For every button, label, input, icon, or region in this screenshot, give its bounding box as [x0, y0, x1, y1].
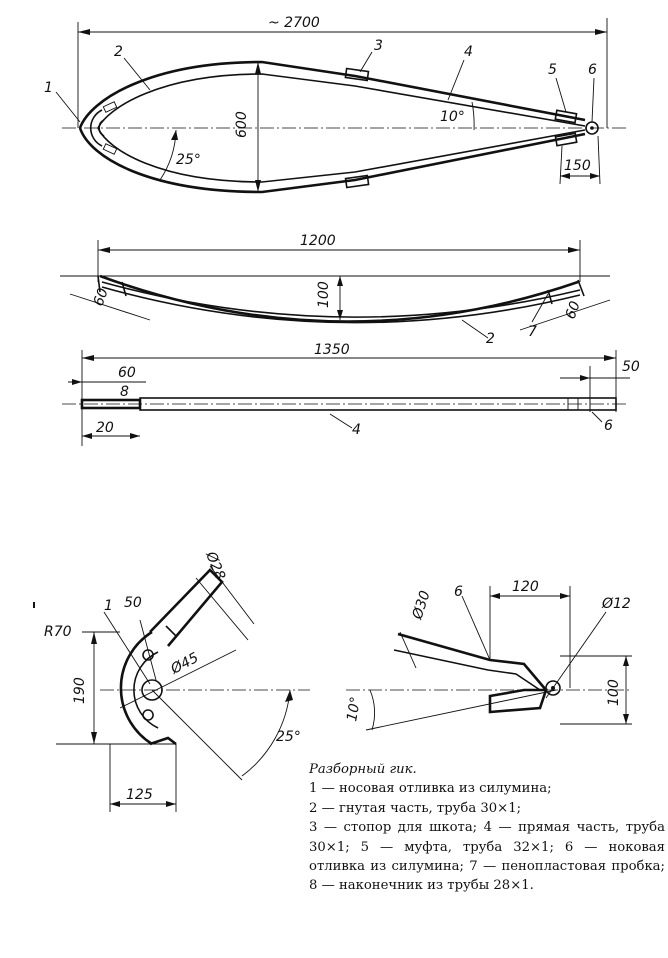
end-upper-tube [397, 632, 547, 691]
dim-1350: 1350 [314, 342, 350, 358]
end-pin-hole [545, 680, 561, 696]
upper-tube-outer [78, 60, 586, 129]
angle-10b: 10° [344, 695, 364, 722]
end-lower-block [488, 688, 548, 714]
dim-60-tip: 60 [118, 365, 136, 381]
dim-2700: ~ 2700 [268, 15, 320, 31]
upper-tube-inner [97, 73, 586, 129]
dim-60-right: 60 [563, 299, 584, 321]
dim-60-left: 60 [91, 286, 112, 308]
part-label-1: 1 [44, 80, 53, 96]
angle-arc-25b [241, 689, 291, 777]
dim-d45: Ø45 [167, 650, 201, 678]
caption-title: Разборный гик. [309, 762, 417, 777]
nose-casting-inner [98, 119, 105, 137]
dim-125: 125 [126, 787, 153, 803]
nose-casting-detail: 190 25° 125 R70 1 50 Ø45 Ø28 [44, 549, 310, 812]
part-label-7: 7 [528, 324, 537, 340]
part-label-5: 5 [548, 62, 557, 78]
upper-arm [149, 568, 224, 647]
margin-mark [33, 602, 35, 608]
dim-100b: 100 [606, 679, 622, 706]
dim-50-end: 50 [622, 359, 640, 375]
lower-tube-outer [78, 127, 586, 194]
dim-8: 8 [120, 384, 129, 400]
caption: Разборный гик. 1 — носовая отливка из си… [309, 760, 665, 896]
angle-25b: 25° [276, 729, 301, 745]
dim-50-nose: 50 [124, 595, 142, 611]
part-label-4: 4 [464, 44, 473, 60]
coupling-lower [554, 132, 578, 147]
part-label-6: 6 [588, 62, 597, 78]
coupling-upper [554, 109, 578, 124]
straight-part-view: 1350 60 8 20 50 4 6 [62, 342, 640, 446]
assembled-boom-view: ~ 2700 600 25° 10° [44, 15, 628, 194]
sheet-stop-upper [344, 67, 370, 82]
dim-100: 100 [316, 281, 332, 308]
nose-casting-outer [89, 109, 103, 147]
part-label-6b: 6 [604, 418, 613, 434]
caption-item: 2 — гнутая часть, труба 30×1; [309, 800, 522, 816]
part-label-3: 3 [374, 38, 383, 54]
nose-horseshoe-outer [119, 630, 153, 746]
part-label-4b: 4 [352, 422, 361, 438]
dim-d28: Ø28 [202, 549, 228, 583]
tip-fitting [80, 398, 142, 410]
dim-d12: Ø12 [601, 596, 631, 612]
dim-20: 20 [96, 420, 114, 436]
angle-arc-10b [369, 689, 375, 731]
angle-10: 10° [440, 109, 465, 125]
dim-120: 120 [512, 579, 539, 595]
dim-r70: R70 [44, 624, 72, 640]
lower-arm [149, 736, 177, 746]
dim-190: 190 [72, 677, 88, 704]
part-label-2b: 2 [486, 331, 495, 347]
dim-600: 600 [234, 111, 250, 138]
angle-25: 25° [176, 152, 201, 168]
part-label-1b: 1 [104, 598, 113, 614]
dim-d30: Ø30 [409, 589, 433, 622]
dim-1200: 1200 [300, 233, 336, 249]
dim-150: 150 [564, 158, 591, 174]
angle-arc-10 [471, 101, 475, 131]
caption-item: 3 — стопор для шкота; 4 — прямая часть, … [309, 820, 665, 894]
bent-part-view: 1200 100 60 60 2 7 [60, 233, 611, 347]
lower-tube-inner [97, 127, 586, 183]
part-label-2: 2 [114, 44, 123, 60]
sheet-stop-lower [344, 174, 370, 189]
caption-item: 1 — носовая отливка из силумина; [309, 781, 552, 797]
nose-hole [141, 679, 163, 701]
part-label-6c: 6 [454, 584, 463, 600]
end-casting-detail: 120 Ø12 Ø30 100 10° 6 [344, 579, 632, 731]
